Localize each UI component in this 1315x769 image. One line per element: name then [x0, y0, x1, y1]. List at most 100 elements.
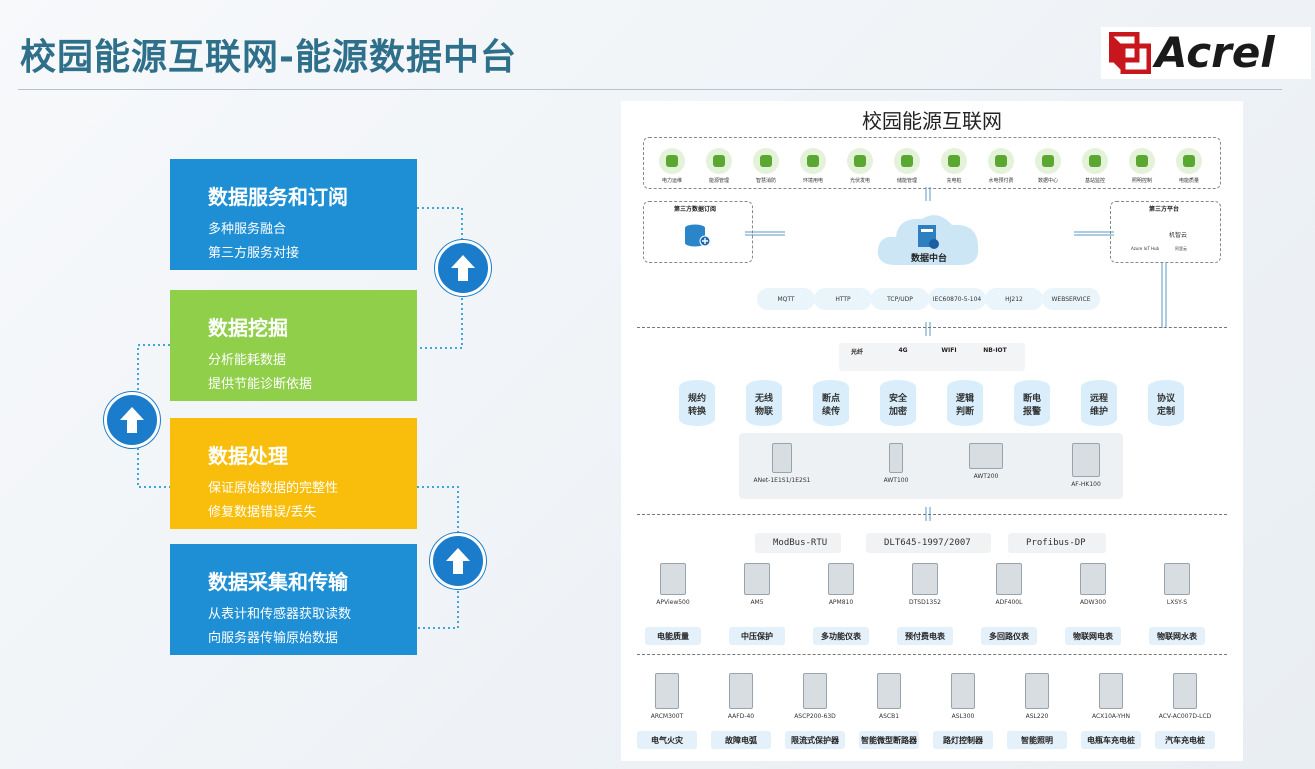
- gateway-label: ANet-1E1S1/1E2S1: [747, 477, 817, 484]
- meter-tag: 智能照明: [1007, 731, 1067, 749]
- function-line: 定制: [1148, 406, 1184, 419]
- function-line: 判断: [947, 406, 983, 419]
- gateway-label: AF-HK100: [1051, 481, 1121, 488]
- meter-image: [744, 563, 770, 595]
- meter-image: [877, 673, 901, 709]
- meter-device: ACX10A-YHN: [1079, 673, 1143, 720]
- function-line: 远程: [1081, 393, 1117, 406]
- function-line: 逻辑: [947, 393, 983, 406]
- meter-device: LXSY-S: [1141, 563, 1213, 606]
- meter-device: AAFD-40: [709, 673, 773, 720]
- gateway-device: AWT200: [951, 443, 1021, 480]
- gateway-label: AWT200: [951, 473, 1021, 480]
- meter-model: ASCP200-63D: [783, 713, 847, 720]
- architecture-diagram: 校园能源互联网 电力运维能源管理智慧消防环境用电光伏发电储能管理充电桩水电预付费…: [621, 101, 1243, 761]
- function-cylinder: 断电报警: [1014, 380, 1050, 426]
- meter-tag: 限流式保护器: [785, 731, 845, 749]
- function-line: 报警: [1014, 406, 1050, 419]
- meter-device: APM810: [805, 563, 877, 606]
- function-line: 安全: [880, 393, 916, 406]
- layer-card-service: 数据服务和订阅 多种服务融合 第三方服务对接: [170, 159, 417, 270]
- layer-line: 修复数据错误/丢失: [208, 501, 417, 525]
- protocol-pill: MQTT: [757, 288, 815, 310]
- meter-device: ASCP200-63D: [783, 673, 847, 720]
- meter-image: [1164, 563, 1190, 595]
- meter-image: [655, 673, 679, 709]
- layer-separator: [637, 514, 1227, 515]
- meter-tag: 物联网水表: [1149, 627, 1205, 645]
- meter-model: ASCB1: [857, 713, 921, 720]
- function-cylinder: 断点续传: [813, 380, 849, 426]
- network-label: 光纤: [842, 347, 872, 356]
- meter-tag: 多回路仪表: [981, 627, 1037, 645]
- layer-title: 数据采集和传输: [208, 566, 417, 595]
- function-line: 维护: [1081, 406, 1117, 419]
- meter-device: DTSD1352: [889, 563, 961, 606]
- meter-model: ASL300: [931, 713, 995, 720]
- meter-model: ARCM300T: [635, 713, 699, 720]
- meter-image: [803, 673, 827, 709]
- layer-title: 数据处理: [208, 440, 417, 469]
- meter-model: APView500: [637, 599, 709, 606]
- meter-tag: 路灯控制器: [933, 731, 993, 749]
- meter-model: LXSY-S: [1141, 599, 1213, 606]
- meter-device: ASCB1: [857, 673, 921, 720]
- layer-card-processing: 数据处理 保证原始数据的完整性 修复数据错误/丢失: [170, 418, 417, 529]
- meter-model: ADF400L: [973, 599, 1045, 606]
- diagram-arrows: [621, 101, 1243, 761]
- layer-separator: [637, 654, 1227, 655]
- meter-model: APM810: [805, 599, 877, 606]
- meter-tag: 智能微型断路器: [859, 731, 919, 749]
- meter-tag: 物联网电表: [1065, 627, 1121, 645]
- meter-model: DTSD1352: [889, 599, 961, 606]
- gateway-device: ANet-1E1S1/1E2S1: [747, 443, 817, 484]
- meter-device: AM5: [721, 563, 793, 606]
- function-line: 续传: [813, 406, 849, 419]
- function-line: 断点: [813, 393, 849, 406]
- meter-device: ACV-AC007D-LCD: [1153, 673, 1217, 720]
- layer-separator: [637, 327, 1227, 328]
- meter-tag: 预付费电表: [897, 627, 953, 645]
- function-line: 协议: [1148, 393, 1184, 406]
- function-cylinder: 无线物联: [746, 380, 782, 426]
- layer-line: 分析能耗数据: [208, 349, 417, 373]
- meter-model: ACX10A-YHN: [1079, 713, 1143, 720]
- network-label: NB-IOT: [980, 347, 1010, 354]
- meter-image: [1173, 673, 1197, 709]
- function-cylinder: 逻辑判断: [947, 380, 983, 426]
- acrel-logo: Acrel: [1101, 27, 1311, 79]
- protocol-pill: TCP/UDP: [871, 288, 929, 310]
- up-arrow-icon: [104, 392, 160, 448]
- layer-title: 数据服务和订阅: [208, 181, 417, 210]
- layer-line: 从表计和传感器获取读数: [208, 603, 417, 627]
- layer-line: 向服务器传输原始数据: [208, 627, 417, 651]
- layer-line: 提供节能诊断依据: [208, 373, 417, 397]
- protocol-pill: HTTP: [814, 288, 872, 310]
- function-cylinder: 安全加密: [880, 380, 916, 426]
- protocol-pill: IEC60870-5-104: [928, 288, 986, 310]
- meter-tag: 电瓶车充电桩: [1081, 731, 1141, 749]
- meter-image: [1099, 673, 1123, 709]
- network-label: 4G: [888, 347, 918, 354]
- function-line: 无线: [746, 393, 782, 406]
- layer-title: 数据挖掘: [208, 312, 417, 341]
- meter-image: [660, 563, 686, 595]
- network-label: WIFI: [934, 347, 964, 354]
- meter-tag: 电气火灾: [637, 731, 697, 749]
- function-cylinder: 远程维护: [1081, 380, 1117, 426]
- function-cylinder: 协议定制: [1148, 380, 1184, 426]
- layer-line: 保证原始数据的完整性: [208, 477, 417, 501]
- meter-device: ARCM300T: [635, 673, 699, 720]
- meter-device: ASL300: [931, 673, 995, 720]
- meter-image: [951, 673, 975, 709]
- gateway-image: [772, 443, 792, 473]
- meter-device: ADF400L: [973, 563, 1045, 606]
- gateway-image: [1072, 443, 1100, 477]
- layer-line: 第三方服务对接: [208, 242, 417, 266]
- meter-model: ACV-AC007D-LCD: [1153, 713, 1217, 720]
- meter-device: ADW300: [1057, 563, 1129, 606]
- function-cylinder: 规约转换: [679, 380, 715, 426]
- meter-image: [996, 563, 1022, 595]
- meter-tag: 汽车充电桩: [1155, 731, 1215, 749]
- function-line: 规约: [679, 393, 715, 406]
